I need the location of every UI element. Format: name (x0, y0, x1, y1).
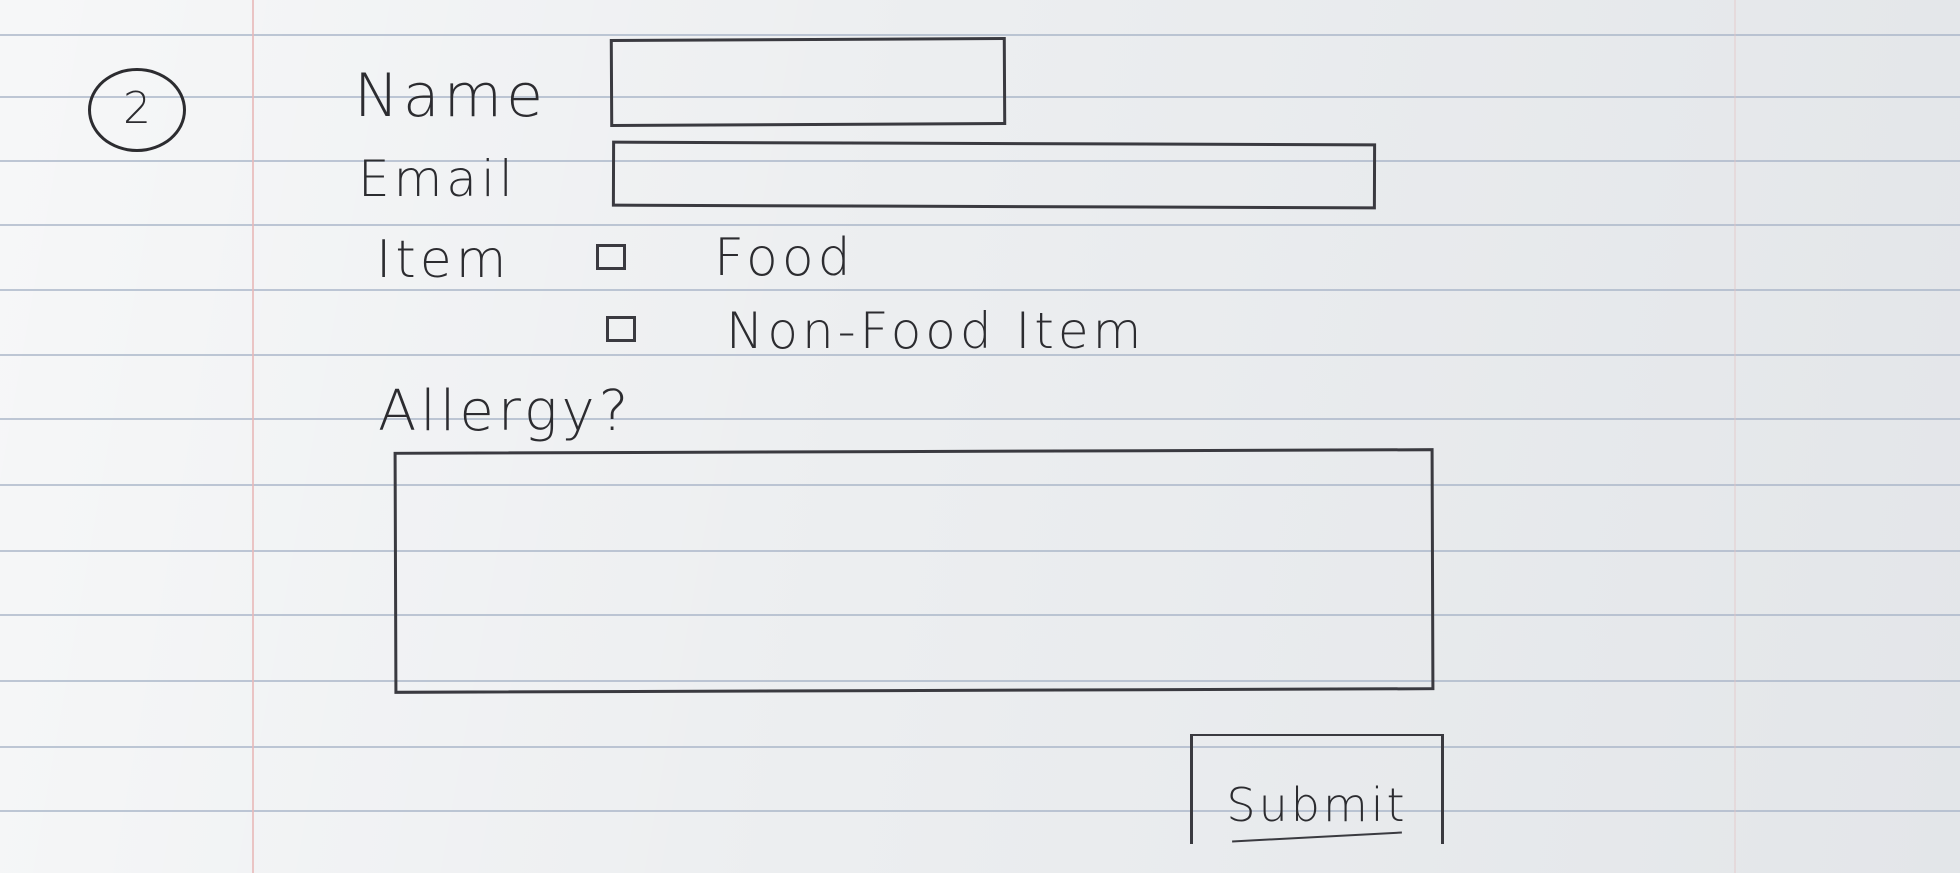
ruled-line (0, 354, 1960, 356)
step-number-badge: 2 (88, 68, 186, 152)
margin-line (1734, 0, 1736, 873)
ruled-line (0, 418, 1960, 420)
item-label: Item (376, 230, 511, 290)
ruled-line (0, 810, 1960, 812)
food-checkbox[interactable] (596, 244, 626, 270)
email-field[interactable] (611, 140, 1377, 210)
ruled-line (0, 746, 1960, 748)
name-label: Name (354, 61, 548, 131)
ruled-line (0, 289, 1960, 291)
name-field[interactable] (609, 36, 1007, 128)
margin-line (252, 0, 254, 873)
ruled-line (0, 224, 1960, 226)
allergy-label: Allergy? (378, 379, 633, 444)
submit-button[interactable]: Submit (1190, 734, 1444, 844)
ruled-line (0, 34, 1960, 36)
non-food-item-option-label: Non-Food Item (726, 302, 1146, 360)
non-food-item-checkbox[interactable] (606, 316, 636, 342)
allergy-textarea[interactable] (393, 448, 1435, 694)
email-label: Email (358, 150, 517, 208)
food-option-label: Food (714, 228, 855, 288)
